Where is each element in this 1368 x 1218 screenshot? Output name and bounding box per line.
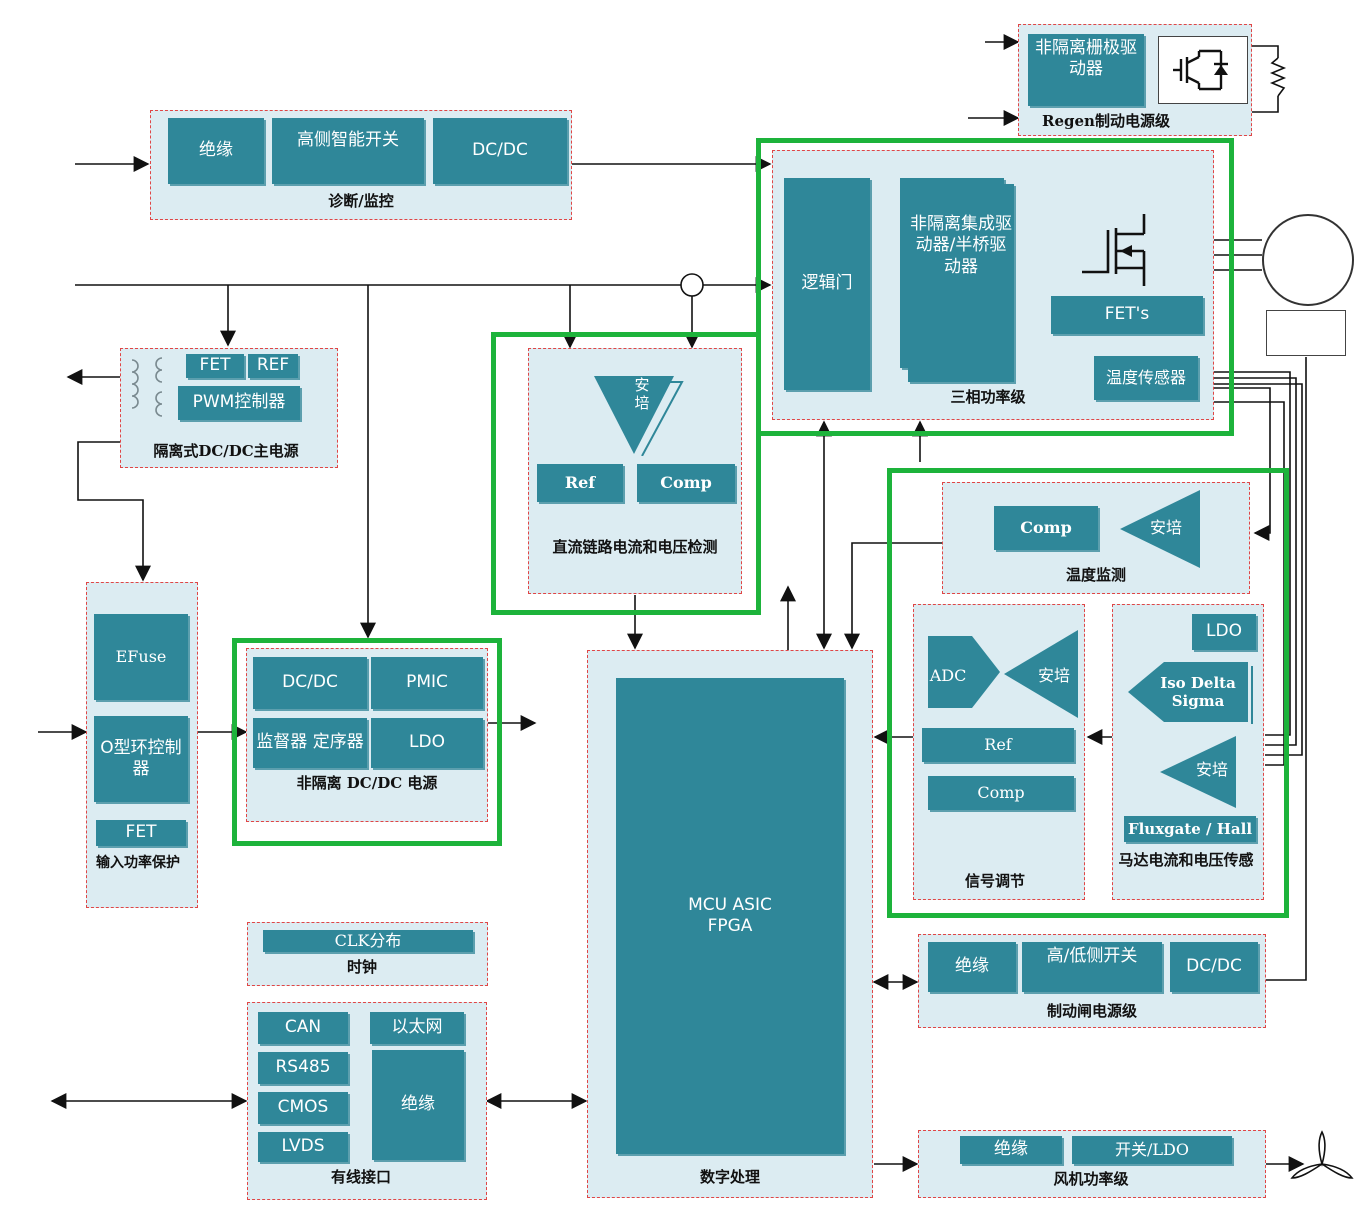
dcdc-block-3: DC/DC (1170, 942, 1258, 992)
mcu-block: MCU ASIC FPGA (616, 678, 844, 1154)
rs485-block: RS485 (258, 1052, 348, 1084)
ac-motor-icon (1262, 214, 1354, 306)
regen-label: Regen制动电源级 (1042, 112, 1170, 130)
insulation-block-4: 绝缘 (960, 1136, 1062, 1164)
can-block: CAN (258, 1012, 348, 1044)
adc-icon (928, 636, 1000, 708)
motor-sense-panel (1112, 604, 1264, 900)
nonisolated-label: 非隔离 DC/DC 电源 (296, 774, 438, 792)
comp-block-1: Comp (637, 464, 735, 502)
regen-gate-driver-block: 非隔离栅极驱动器 (1028, 34, 1144, 106)
diagnostic-label: 诊断/监控 (328, 192, 394, 210)
insulation-block-1: 绝缘 (168, 118, 264, 184)
temp-monitor-label: 温度监测 (1065, 566, 1126, 584)
ref-block-2: Ref (922, 728, 1074, 762)
brake-power-label: 制动闸电源级 (1046, 1002, 1137, 1020)
digital-processing-label: 数字处理 (699, 1168, 760, 1186)
mosfet-icon (1082, 214, 1146, 286)
ref-iso-block: REF (248, 354, 298, 378)
fet-input-block: FET (96, 820, 186, 846)
fets-block: FET's (1051, 296, 1203, 334)
signal-conditioning-label: 信号调节 (964, 872, 1025, 890)
supervisor-block: 监督器 定序器 (253, 718, 367, 768)
brake-resistor-icon (1269, 57, 1287, 97)
amplifier-icon-2 (1120, 490, 1200, 568)
input-protection-label: 输入功率保护 (96, 855, 180, 871)
cmos-block: CMOS (258, 1092, 348, 1124)
dclink-sense-label: 直流链路电流和电压检测 (552, 538, 718, 556)
ldo-block-1: LDO (371, 718, 483, 768)
highside-switch-block: 高侧智能开关 (272, 118, 424, 184)
amplifier-icon-3 (1004, 630, 1078, 718)
iso-dcdc-label: 隔离式DC/DC主电源 (153, 442, 299, 460)
temp-sensor-block: 温度传感器 (1094, 356, 1198, 400)
insulation-block-2: 绝缘 (372, 1050, 464, 1160)
three-phase-label: 三相功率级 (950, 388, 1026, 406)
fan-power-label: 风机功率级 (1053, 1170, 1129, 1188)
dcdc-block-2: DC/DC (253, 657, 367, 709)
motor-sense-label: 马达电流和电压传感 (1118, 851, 1254, 869)
wired-interface-label: 有线接口 (330, 1168, 391, 1186)
fluxgate-block: Fluxgate / Hall (1124, 816, 1256, 842)
amp-label-1: 安培 (634, 376, 650, 412)
iso-delta-sigma-icon (1128, 662, 1253, 724)
amp-label-3: 安培 (1037, 666, 1070, 685)
efuse-block: EFuse (94, 614, 188, 700)
amp-label-2: 安培 (1149, 518, 1182, 537)
fet-iso-block: FET (186, 354, 244, 378)
switch-ldo-block: 开关/LDO (1072, 1136, 1232, 1164)
amp-label-4: 安培 (1195, 760, 1228, 779)
clock-label: 时钟 (346, 958, 377, 976)
pwm-controller-block: PWM控制器 (178, 386, 300, 420)
comp-block-3: Comp (928, 776, 1074, 810)
clk-distribution-block: CLK分布 (263, 930, 473, 952)
dcdc-block-1: DC/DC (433, 118, 567, 184)
iso-delta-sigma-label: Iso Delta Sigma (1160, 674, 1236, 710)
insulation-block-3: 绝缘 (928, 942, 1016, 992)
pmic-block: PMIC (371, 657, 483, 709)
current-sensor-icon (680, 273, 704, 297)
comp-block-2: Comp (994, 506, 1098, 550)
transformer-icon (131, 357, 163, 417)
integrated-driver-block: 非隔离集成驱动器/半桥驱动器 (908, 184, 1014, 382)
fan-icon (1290, 1130, 1354, 1179)
logic-gate-block: 逻辑门 (784, 178, 870, 390)
hl-switch-block: 高/低侧开关 (1022, 942, 1162, 992)
igbt-icon (1158, 36, 1248, 104)
amplifier-icon-4 (1160, 736, 1236, 808)
adc-label: ADC (929, 666, 967, 685)
ldo-block-2: LDO (1192, 614, 1256, 650)
ethernet-block: 以太网 (370, 1012, 464, 1044)
lvds-block: LVDS (258, 1132, 348, 1162)
oring-controller-block: O型环控制器 (94, 716, 188, 802)
brake-box (1266, 310, 1346, 356)
amplifier-icon-1 (594, 376, 684, 456)
ref-block-1: Ref (537, 464, 623, 502)
